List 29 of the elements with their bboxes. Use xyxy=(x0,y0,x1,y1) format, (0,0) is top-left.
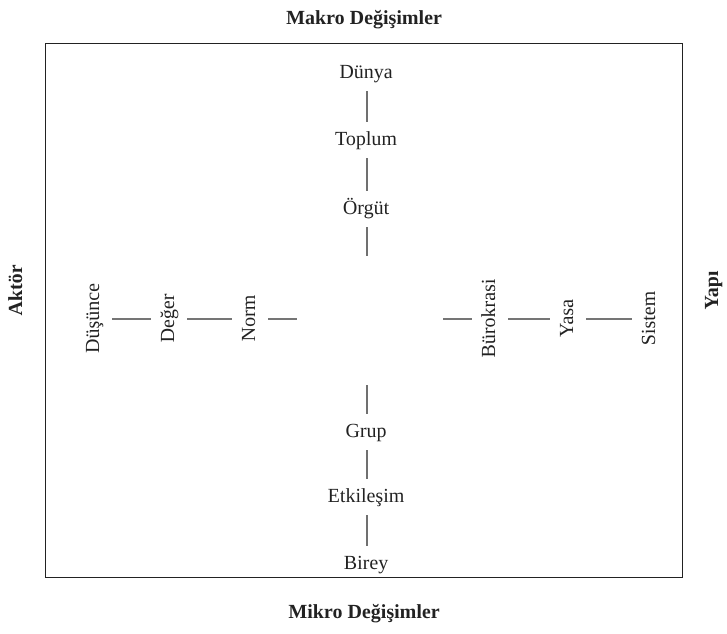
axis-title: Yapı xyxy=(701,270,723,310)
node-label: Düşünce xyxy=(82,283,104,353)
connector-line xyxy=(366,158,368,191)
node-label: Örgüt xyxy=(342,197,390,219)
connector-line xyxy=(366,450,368,479)
connector-line xyxy=(268,318,297,320)
connector-line xyxy=(586,318,632,320)
node-label: Sistem xyxy=(638,290,660,346)
node-label: Birey xyxy=(344,552,388,574)
axis-title: Makro Değişimler xyxy=(286,7,442,29)
connector-line xyxy=(366,227,368,256)
node-label: Dünya xyxy=(339,61,393,83)
connector-line xyxy=(508,318,550,320)
node-label: Yasa xyxy=(556,299,578,337)
node-label: Değer xyxy=(157,294,179,342)
frame-box xyxy=(45,43,683,578)
axis-title: Mikro Değişimler xyxy=(288,601,440,623)
connector-line xyxy=(187,318,232,320)
connector-line xyxy=(112,318,151,320)
connector-line xyxy=(366,385,368,414)
connector-line xyxy=(366,515,368,546)
node-label: Grup xyxy=(345,420,387,442)
node-label: Toplum xyxy=(335,128,397,150)
node-label: Bürokrasi xyxy=(478,278,500,358)
node-label: Norm xyxy=(238,294,260,342)
connector-line xyxy=(366,91,368,122)
connector-line xyxy=(443,318,472,320)
node-label: Etkileşim xyxy=(328,485,404,507)
axis-title: Aktör xyxy=(5,264,27,316)
